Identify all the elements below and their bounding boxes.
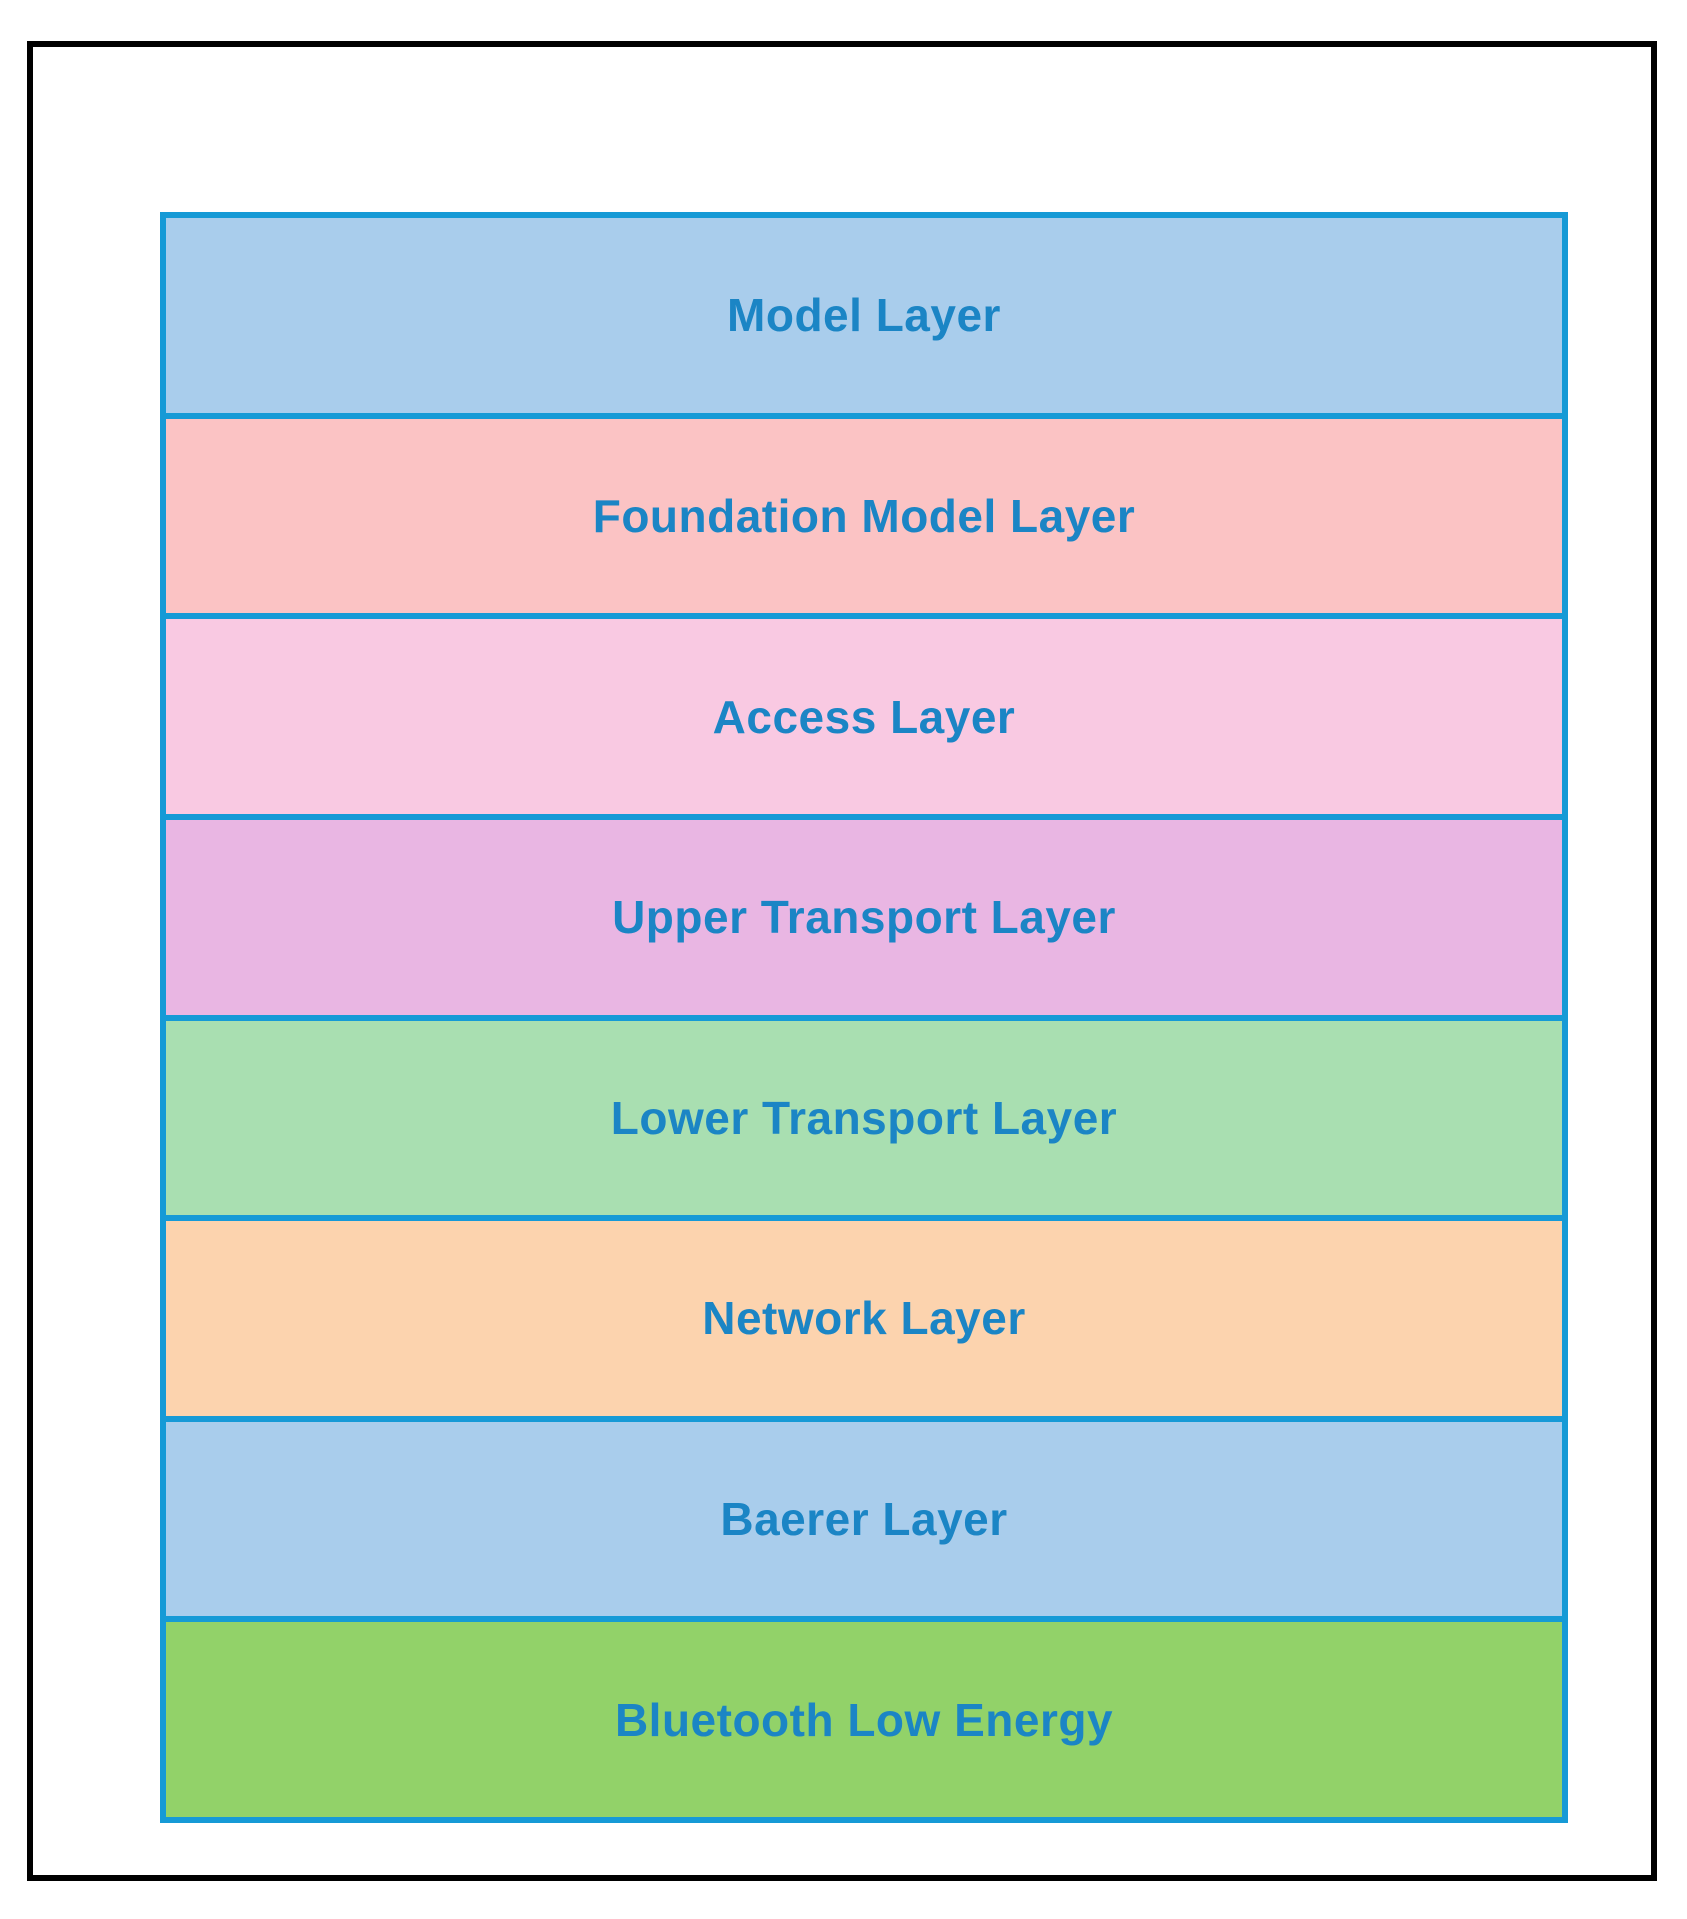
layer-label: Upper Transport Layer bbox=[612, 891, 1116, 944]
layer-label: Access Layer bbox=[712, 690, 1016, 743]
layer-label: Baerer Layer bbox=[720, 1493, 1008, 1546]
layer-baerer-layer: Baerer Layer bbox=[166, 1421, 1562, 1623]
layer-access-layer: Access Layer bbox=[166, 619, 1562, 820]
layer-label: Model Layer bbox=[727, 289, 1001, 342]
layer-lower-transport-layer: Lower Transport Layer bbox=[166, 1020, 1562, 1222]
layer-model-layer: Model Layer bbox=[166, 218, 1562, 419]
layer-label: Foundation Model Layer bbox=[592, 489, 1136, 542]
layer-bluetooth-low-energy: Bluetooth Low Energy bbox=[166, 1622, 1562, 1817]
layer-label: Lower Transport Layer bbox=[610, 1091, 1118, 1144]
layer-foundation-model-layer: Foundation Model Layer bbox=[166, 418, 1562, 620]
layer-label: Bluetooth Low Energy bbox=[614, 1693, 1114, 1746]
layer-network-layer: Network Layer bbox=[166, 1221, 1562, 1422]
layer-label: Network Layer bbox=[702, 1292, 1026, 1345]
layer-upper-transport-layer: Upper Transport Layer bbox=[166, 819, 1562, 1021]
